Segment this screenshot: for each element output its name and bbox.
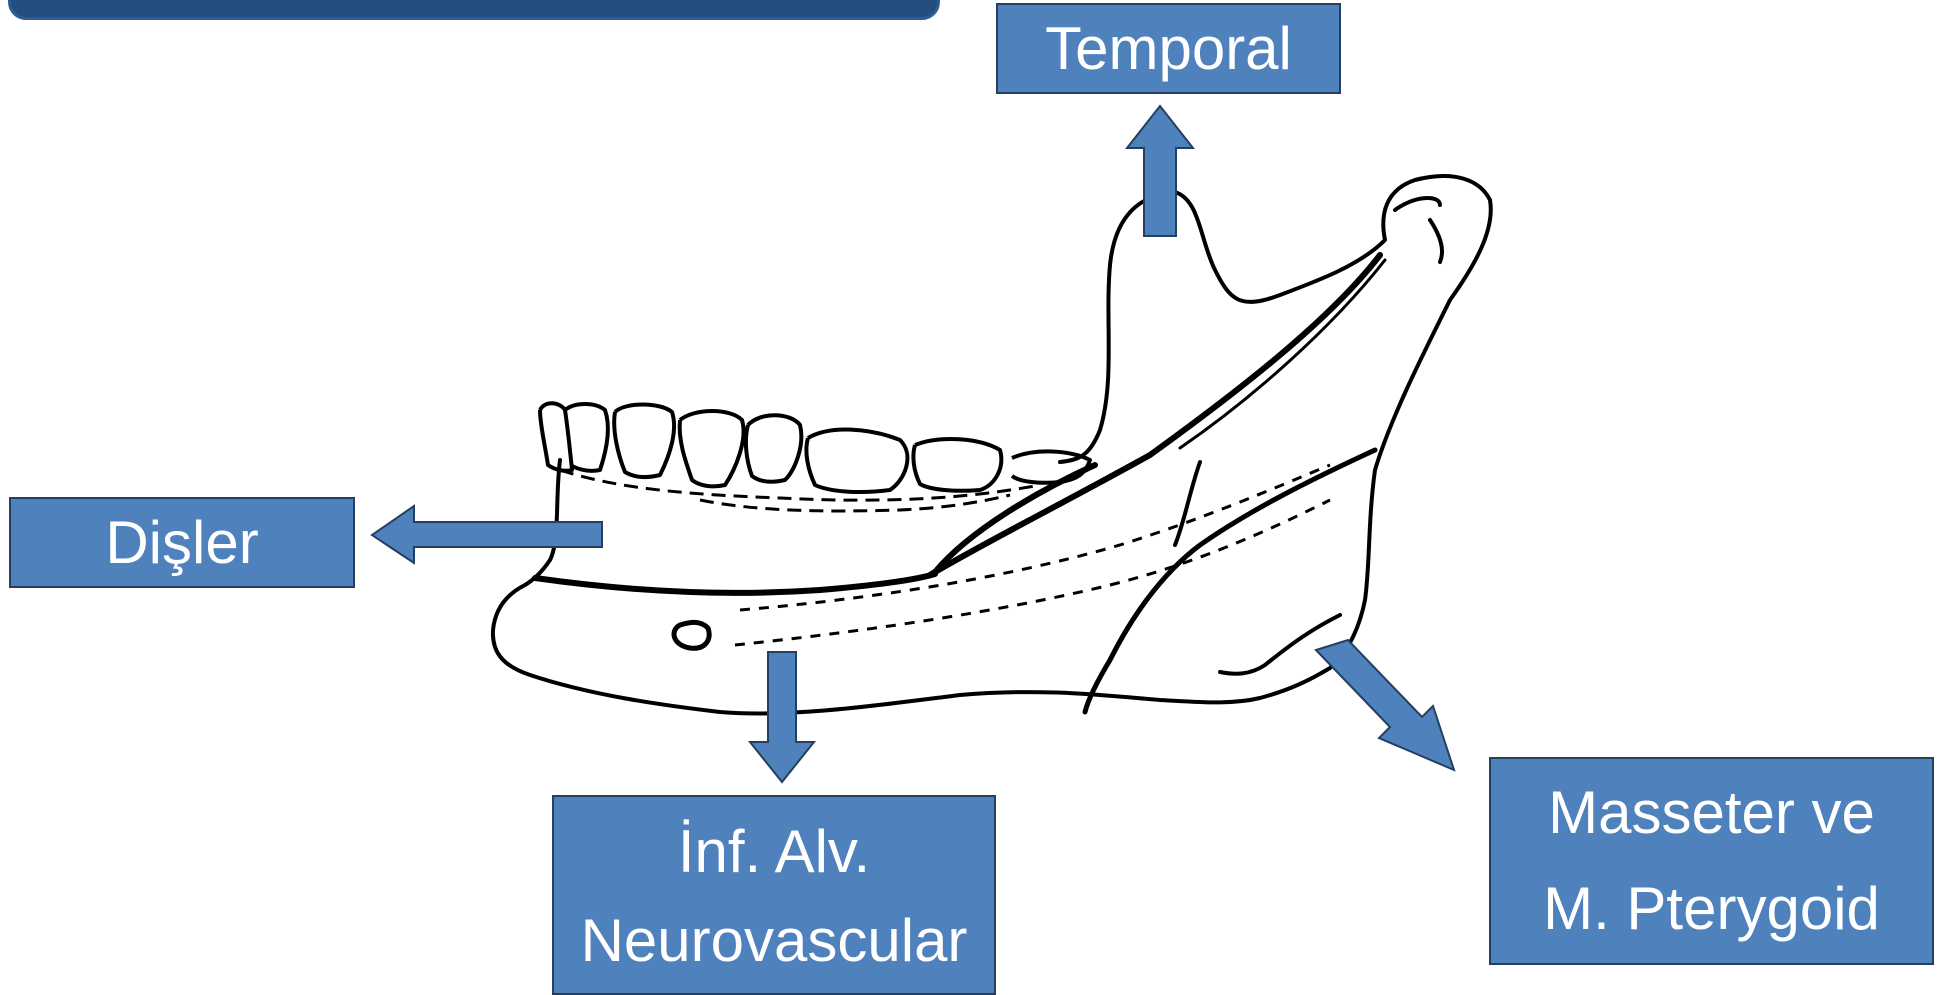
tooth-6 — [806, 430, 907, 493]
label-disler: Dişler — [9, 497, 355, 588]
arrow-left-disler — [372, 506, 602, 563]
label-inf-line2: Neurovascular — [581, 911, 968, 971]
tooth-1 — [540, 403, 572, 471]
arrow-down-inf — [750, 652, 814, 782]
label-mass-line1: Masseter ve — [1548, 783, 1875, 843]
tooth-4 — [680, 411, 744, 486]
label-masseter-pterygoid: Masseter ve M. Pterygoid — [1489, 757, 1934, 965]
mental-foramen — [674, 622, 709, 648]
tooth-7 — [913, 439, 1001, 491]
label-temporal-text: Temporal — [1045, 19, 1292, 79]
label-temporal: Temporal — [996, 3, 1341, 94]
pterygoid-notch — [1175, 462, 1200, 545]
angle-detail — [1220, 615, 1340, 674]
tooth-8 — [1012, 451, 1090, 482]
tooth-3 — [614, 405, 674, 477]
label-inf-line1: İnf. Alv. — [678, 822, 870, 882]
arrow-diag-masseter — [1316, 640, 1454, 770]
alveolar-base-line — [535, 574, 935, 593]
label-inf-alv-neurovascular: İnf. Alv. Neurovascular — [552, 795, 996, 995]
tooth-5 — [746, 415, 801, 481]
label-mass-line2: M. Pterygoid — [1543, 879, 1880, 939]
condyle-detail — [1395, 198, 1442, 262]
label-disler-text: Dişler — [105, 513, 258, 573]
external-oblique-line — [930, 255, 1380, 575]
arrow-up-temporal — [1127, 106, 1193, 236]
